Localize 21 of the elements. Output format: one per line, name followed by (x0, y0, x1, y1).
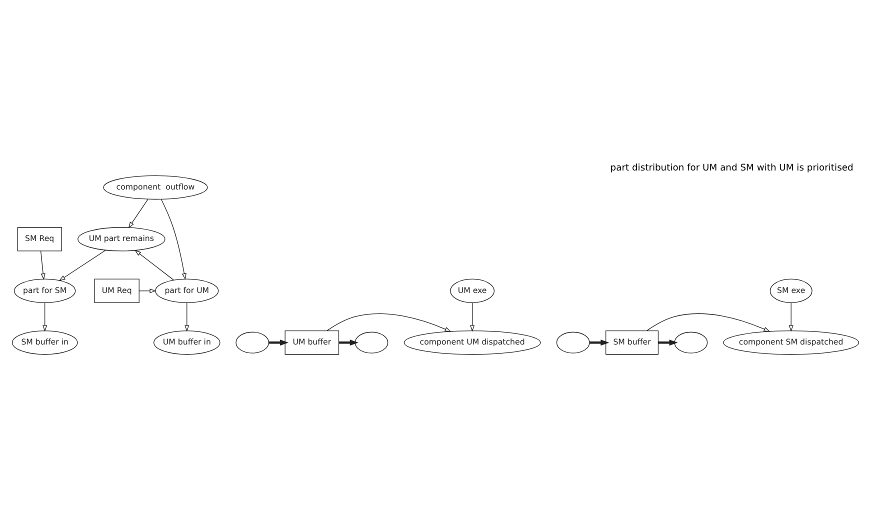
arrow (160, 198, 186, 280)
arrow (128, 198, 148, 228)
arrow (470, 302, 475, 332)
node-cloud (354, 332, 388, 354)
node-cloud (556, 332, 590, 354)
arrow (134, 250, 174, 280)
diagram-title: part distribution for UM and SM with UM is prioritised (610, 162, 854, 174)
node-cloud (674, 332, 708, 354)
node-cloud (236, 332, 270, 354)
arrow (590, 340, 610, 346)
arrow (658, 340, 678, 346)
arrow (40, 250, 46, 280)
arrow (58, 250, 106, 282)
arrow (788, 302, 794, 332)
arrow (138, 288, 156, 294)
arrow (42, 302, 48, 332)
arrow (268, 340, 288, 346)
arrow (646, 313, 770, 332)
arrow (184, 302, 190, 332)
arrow (338, 340, 358, 346)
arrow (326, 313, 452, 332)
